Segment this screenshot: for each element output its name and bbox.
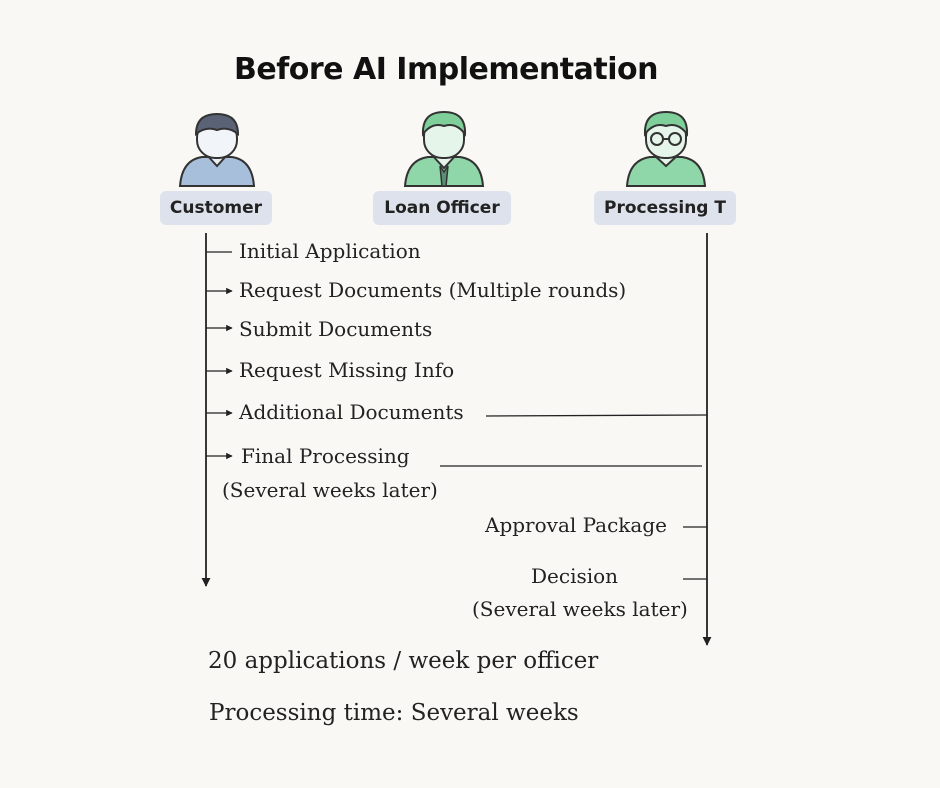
connector-additional-documents — [485, 414, 708, 417]
actor-label-loan-officer: Loan Officer — [373, 191, 511, 225]
step-final-processing-note: (Several weeks later) — [222, 478, 438, 502]
stat-applications-per-week: 20 applications / week per officer — [208, 648, 599, 674]
diagram-title: Before AI Implementation — [234, 52, 658, 87]
actor-label-customer: Customer — [160, 191, 272, 225]
stat-processing-time: Processing time: Several weeks — [209, 700, 579, 726]
step-approval-package: Approval Package — [485, 513, 667, 537]
step-decision-note: (Several weeks later) — [472, 597, 688, 621]
step-initial-application: Initial Application — [239, 239, 421, 263]
processing-team-avatar-icon — [625, 110, 707, 187]
loan-officer-avatar-icon — [403, 110, 485, 187]
step-submit-documents: Submit Documents — [239, 317, 433, 341]
actor-label-processing-team: Processing T — [594, 191, 736, 225]
step-request-missing-info: Request Missing Info — [239, 358, 455, 382]
customer-avatar-icon — [178, 112, 256, 187]
step-request-documents: Request Documents (Multiple rounds) — [239, 278, 627, 302]
step-decision: Decision — [531, 564, 619, 588]
step-final-processing: Final Processing — [241, 444, 410, 468]
step-additional-documents: Additional Documents — [239, 400, 464, 424]
